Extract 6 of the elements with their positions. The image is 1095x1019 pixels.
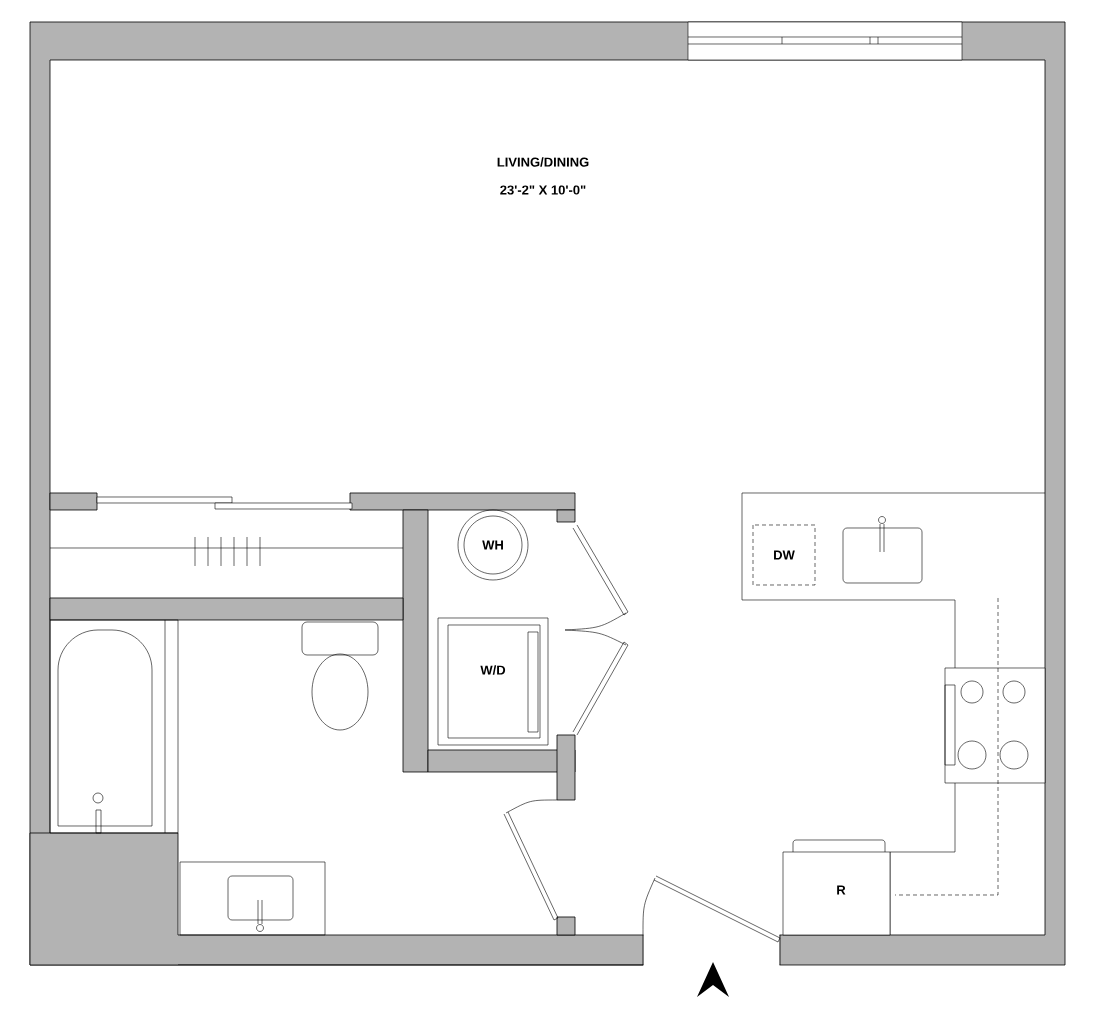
room-name: LIVING/DINING — [497, 157, 589, 167]
room-dimensions: 23'-2" X 10'-0" — [500, 185, 586, 195]
dishwasher: DW — [752, 524, 816, 586]
water-heater: WH — [457, 509, 529, 581]
refrigerator: R — [782, 839, 891, 936]
washer-dryer: W/D — [437, 617, 549, 746]
